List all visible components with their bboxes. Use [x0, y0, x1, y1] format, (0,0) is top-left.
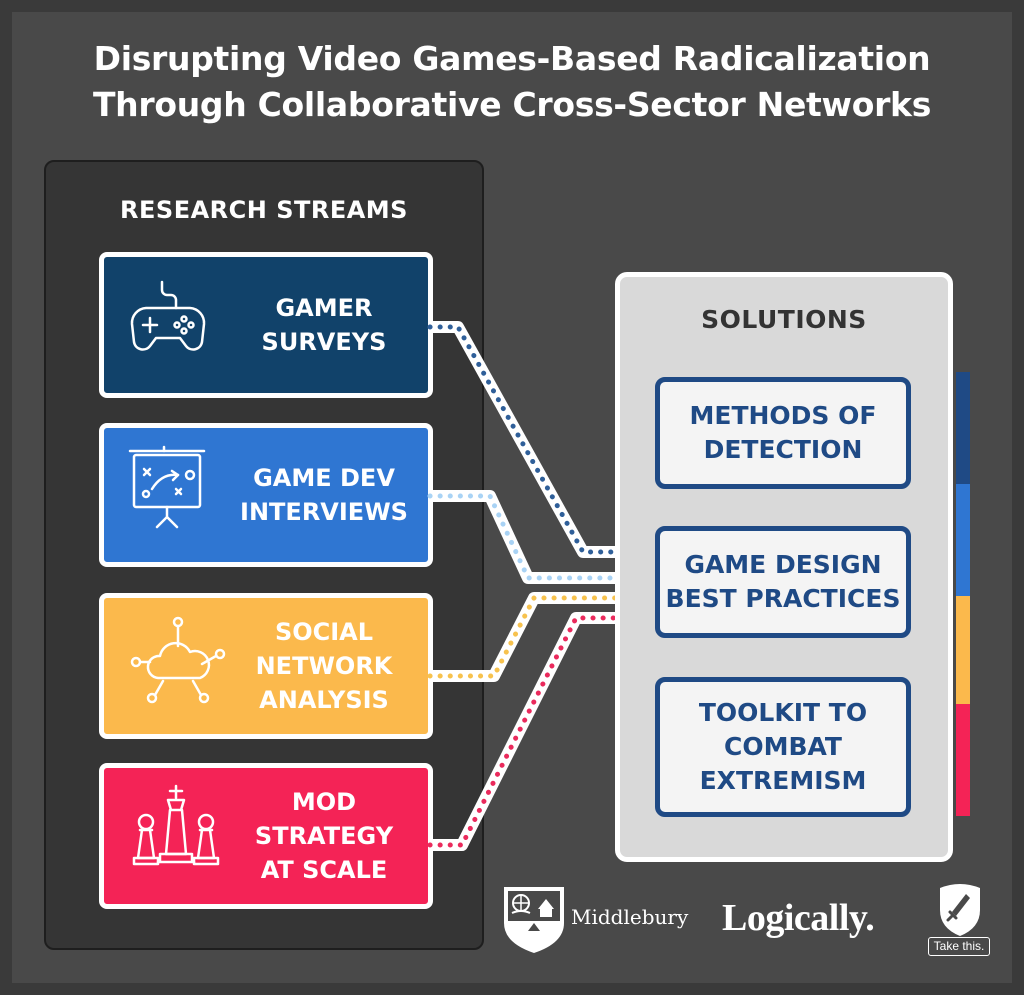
page-title-line-2: Through Collaborative Cross-Sector Netwo…: [92, 85, 932, 124]
solutions-heading: SOLUTIONS: [701, 305, 867, 334]
middlebury-seal-icon: [498, 883, 570, 959]
solution-label-line: DETECTION: [703, 435, 863, 464]
solution-label: GAME DESIGN BEST PRACTICES: [666, 548, 901, 616]
stream-label-line: SOCIAL: [274, 618, 374, 646]
page-title: Disrupting Video Games-Based Radicalizat…: [0, 36, 1024, 128]
stream-label-line: ANALYSIS: [259, 686, 389, 714]
research-streams-heading: RESEARCH STREAMS: [120, 196, 408, 224]
stream-label-line: AT SCALE: [260, 856, 388, 884]
color-bar-segment: [956, 484, 970, 596]
takethis-shield-icon: [936, 882, 984, 942]
solution-label-line: COMBAT: [723, 732, 842, 761]
presentation-board-icon: [128, 443, 208, 547]
stream-label-line: GAME DEV: [253, 464, 395, 492]
gamepad-icon: [128, 278, 208, 372]
cloud-network-icon: [128, 614, 228, 718]
stream-label-line: SURVEYS: [261, 328, 387, 356]
stream-label-line: MOD: [291, 788, 357, 816]
solution-label-line: EXTREMISM: [699, 766, 867, 795]
stream-label: GAMER SURVEYS: [226, 291, 422, 359]
connector-dots: [427, 324, 618, 555]
connector-group: [427, 321, 618, 851]
color-bar-segment: [956, 596, 970, 704]
connector-band: [430, 612, 615, 851]
connector-dots: [427, 595, 618, 679]
color-bar-segment: [956, 372, 970, 484]
stream-label-line: STRATEGY: [254, 822, 394, 850]
color-bar-segment: [956, 704, 970, 816]
solution-label-line: TOOLKIT TO: [698, 698, 868, 727]
solution-label-line: GAME DESIGN: [684, 550, 882, 579]
stream-label-line: NETWORK: [255, 652, 393, 680]
solution-card-game-design-best-practices: GAME DESIGN BEST PRACTICES: [655, 526, 911, 638]
stream-label-line: GAMER: [275, 294, 373, 322]
middlebury-seal-year: 1800: [523, 936, 545, 945]
middlebury-logo-text: Middlebury: [571, 905, 689, 929]
solution-label: TOOLKIT TO COMBAT EXTREMISM: [699, 696, 867, 798]
stream-card-social-network-analysis: SOCIAL NETWORK ANALYSIS: [99, 593, 433, 739]
stream-label: SOCIAL NETWORK ANALYSIS: [226, 615, 422, 717]
chess-pieces-icon: [128, 784, 224, 888]
connector-band: [430, 592, 615, 682]
connector-band: [430, 490, 615, 584]
logically-logo-text: Logically.: [722, 897, 875, 939]
stream-label: GAME DEV INTERVIEWS: [226, 461, 422, 529]
solution-label: METHODS OF DETECTION: [690, 399, 877, 467]
connector-dots: [427, 493, 618, 581]
takethis-logo-text: Take this.: [928, 937, 990, 956]
stream-card-gamer-surveys: GAMER SURVEYS: [99, 252, 433, 398]
solution-label-line: BEST PRACTICES: [665, 584, 901, 613]
stream-label: MOD STRATEGY AT SCALE: [226, 785, 422, 887]
stream-card-game-dev-interviews: GAME DEV INTERVIEWS: [99, 423, 433, 567]
connector-band: [430, 321, 615, 558]
page-title-line-1: Disrupting Video Games-Based Radicalizat…: [93, 39, 931, 78]
connector-dots: [427, 615, 618, 848]
stream-card-mod-strategy-at-scale: MOD STRATEGY AT SCALE: [99, 763, 433, 909]
stream-label-line: INTERVIEWS: [240, 498, 408, 526]
solution-card-toolkit-to-combat-extremism: TOOLKIT TO COMBAT EXTREMISM: [655, 677, 911, 817]
solution-card-methods-of-detection: METHODS OF DETECTION: [655, 377, 911, 489]
solution-label-line: METHODS OF: [689, 401, 877, 430]
